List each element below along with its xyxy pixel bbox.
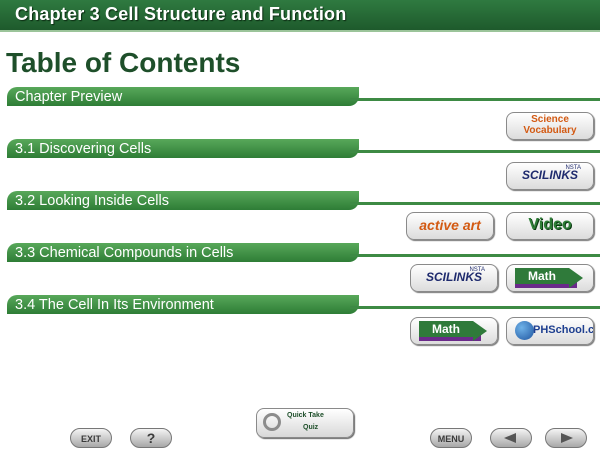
exit-button[interactable]: EXIT: [70, 428, 112, 448]
section-3-1[interactable]: 3.1 Discovering Cells: [7, 139, 359, 158]
section-3-3[interactable]: 3.3 Chemical Compounds in Cells: [7, 243, 359, 262]
arrow-right-icon: [569, 268, 583, 288]
nsta-badge: NSTA: [565, 165, 581, 171]
math-band-purple: [419, 335, 481, 341]
active-art-label: active art: [419, 217, 481, 233]
section-label: 3.1 Discovering Cells: [15, 141, 152, 157]
scilinks-button[interactable]: NSTA SCILINKS: [410, 264, 498, 292]
math-button[interactable]: Math: [410, 317, 498, 345]
section-rule: [350, 306, 600, 309]
quick-take-quiz-button[interactable]: Quick Take Quiz: [256, 408, 354, 438]
header-divider: [0, 30, 600, 32]
math-band-purple: [515, 282, 577, 288]
arrow-left-icon: [504, 433, 516, 443]
scilinks-label: SCILINKS: [425, 270, 482, 284]
phschool-label: PHSchool.com: [533, 324, 594, 336]
video-button[interactable]: Video: [506, 212, 594, 240]
page-title: Table of Contents: [6, 47, 241, 78]
active-art-button[interactable]: active art: [406, 212, 494, 240]
arrow-right-icon: [561, 433, 573, 443]
section-rule: [350, 202, 600, 205]
previous-button[interactable]: [490, 428, 532, 448]
globe-icon: [515, 321, 534, 340]
quick-take-label: Quick Take: [287, 412, 324, 419]
section-rule: [350, 254, 600, 257]
phschool-button[interactable]: PHSchool.com: [506, 317, 594, 345]
section-rule: [350, 98, 600, 101]
science-vocabulary-line2: Vocabulary: [523, 125, 577, 136]
math-label: Math: [432, 322, 460, 336]
section-label: 3.2 Looking Inside Cells: [15, 193, 169, 209]
math-band-green: [419, 321, 473, 337]
math-button[interactable]: Math: [506, 264, 594, 292]
science-vocabulary-button[interactable]: Science Vocabulary: [506, 112, 594, 140]
section-3-2[interactable]: 3.2 Looking Inside Cells: [7, 191, 359, 210]
menu-button[interactable]: MENU: [430, 428, 472, 448]
section-label: Chapter Preview: [15, 89, 123, 105]
ring-icon: [263, 413, 281, 431]
help-button[interactable]: ?: [130, 428, 172, 448]
scilinks-label: SCILINKS: [521, 168, 578, 182]
math-label: Math: [528, 269, 556, 283]
nsta-badge: NSTA: [469, 267, 485, 273]
next-button[interactable]: [545, 428, 587, 448]
section-3-4[interactable]: 3.4 The Cell In Its Environment: [7, 295, 359, 314]
menu-label: MENU: [437, 434, 465, 444]
exit-label: EXIT: [80, 434, 101, 444]
video-label: Video: [528, 216, 572, 233]
quiz-label: Quiz: [303, 424, 319, 431]
chapter-title: Chapter 3 Cell Structure and Function: [15, 4, 347, 24]
chapter-header: Chapter 3 Cell Structure and Function: [0, 0, 600, 30]
arrow-right-icon: [473, 321, 487, 341]
help-label: ?: [146, 430, 156, 446]
math-band-green: [515, 268, 569, 284]
science-vocabulary-line1: Science: [531, 114, 569, 125]
scilinks-button[interactable]: NSTA SCILINKS: [506, 162, 594, 190]
section-label: 3.4 The Cell In Its Environment: [15, 297, 214, 313]
section-label: 3.3 Chemical Compounds in Cells: [15, 245, 234, 261]
section-chapter-preview[interactable]: Chapter Preview: [7, 87, 359, 106]
section-rule: [350, 150, 600, 153]
